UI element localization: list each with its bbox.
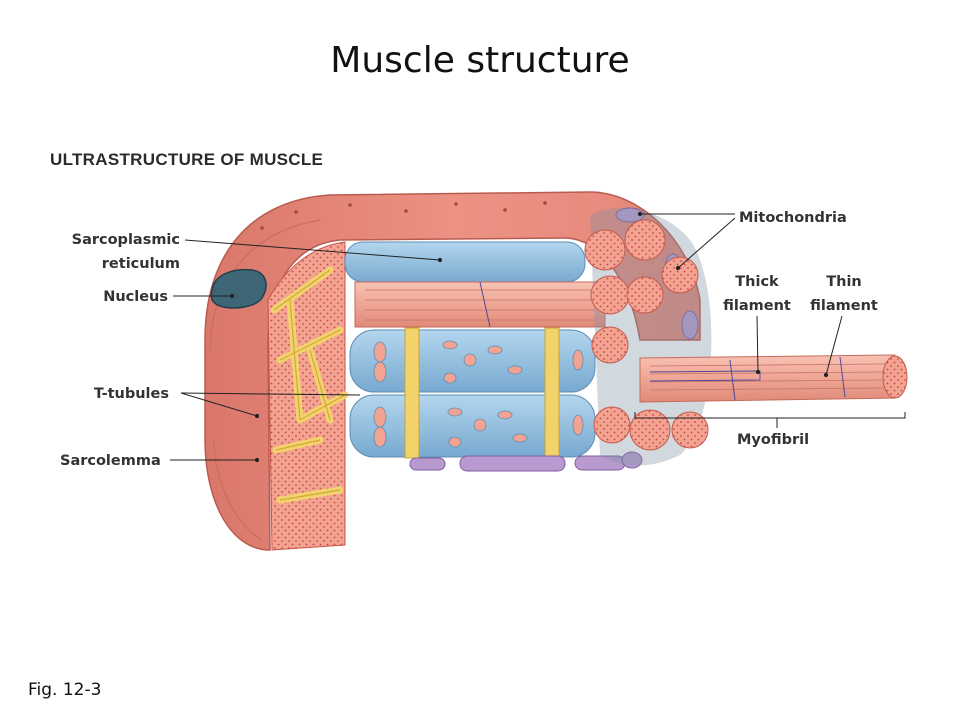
bundle-end-face xyxy=(584,208,712,466)
figure-caption: Fig. 12-3 xyxy=(28,680,102,700)
upper-myofibril xyxy=(344,241,606,328)
label-thin-filament: Thin filament xyxy=(802,270,886,318)
label-sarcolemma: Sarcolemma xyxy=(60,453,161,469)
nucleus-shape xyxy=(210,268,267,309)
label-sarcoplasmic-reticulum-line2: reticulum xyxy=(101,256,180,272)
leader-lines xyxy=(170,211,906,463)
label-sarcoplasmic-reticulum-line1: Sarcoplasmic xyxy=(71,232,180,248)
extended-myofibril xyxy=(639,354,908,403)
label-thin-filament-line1: Thin xyxy=(826,274,862,290)
label-thin-filament-line2: filament xyxy=(810,298,878,314)
label-sarcoplasmic-reticulum: Sarcoplasmic reticulum xyxy=(40,228,180,276)
label-myofibril: Myofibril xyxy=(737,432,810,448)
label-nucleus: Nucleus xyxy=(103,289,168,305)
reticulum-middle xyxy=(349,327,596,459)
label-mitochondria: Mitochondria xyxy=(739,210,847,226)
label-t-tubules: T-tubules xyxy=(93,386,169,402)
slide-title: Muscle structure xyxy=(330,40,630,81)
label-thick-filament-line1: Thick xyxy=(735,274,779,290)
label-thick-filament-line2: filament xyxy=(723,298,791,314)
figure-heading: ULTRASTRUCTURE OF MUSCLE xyxy=(50,150,324,169)
label-thick-filament: Thick filament xyxy=(715,270,799,318)
cross-section-face xyxy=(267,241,349,551)
